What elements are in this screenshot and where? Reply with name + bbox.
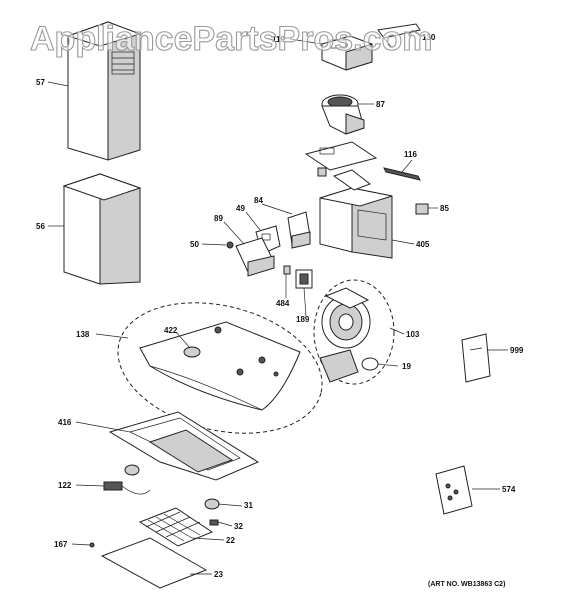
label-999: 999: [510, 346, 524, 355]
label-57: 57: [36, 78, 45, 87]
label-405: 405: [416, 240, 430, 249]
label-122: 122: [58, 481, 72, 490]
part-116-strip[interactable]: [383, 167, 421, 181]
part-999-manual[interactable]: [461, 333, 491, 383]
part-189-capacitor[interactable]: [295, 269, 313, 289]
part-87-transition[interactable]: [321, 94, 365, 135]
part-422-light-socket[interactable]: [183, 346, 201, 358]
label-574: 574: [502, 485, 516, 494]
label-130: 130: [422, 33, 436, 42]
part-122-light-harness[interactable]: [103, 464, 151, 495]
watermark: AppliancePartsPros.com: [30, 20, 432, 58]
label-116: 116: [404, 150, 417, 159]
part-23-bottom-panel[interactable]: [100, 537, 208, 589]
leader-lines: [47, 29, 508, 575]
label-416: 416: [58, 418, 72, 427]
label-89: 89: [214, 214, 223, 223]
part-138-canopy-assembly[interactable]: [104, 283, 336, 454]
label-167: 167: [54, 540, 68, 549]
part-484-switch[interactable]: [283, 265, 291, 275]
label-103: 103: [406, 330, 420, 339]
part-19-motor[interactable]: [361, 357, 379, 371]
label-189: 189: [296, 315, 310, 324]
label-484: 484: [276, 299, 290, 308]
label-31: 31: [244, 501, 253, 510]
part-416-panel[interactable]: [108, 411, 260, 481]
label-422: 422: [164, 326, 178, 335]
part-405-blower-housing[interactable]: [317, 167, 393, 259]
part-56-lower-duct-cover[interactable]: [62, 173, 142, 285]
label-87: 87: [376, 100, 385, 109]
part-167-screw[interactable]: [89, 542, 95, 548]
label-84: 84: [254, 196, 263, 205]
part-85-bracket[interactable]: [415, 203, 429, 215]
label-49: 49: [236, 204, 245, 213]
part-32-spring[interactable]: [209, 519, 219, 526]
label-56: 56: [36, 222, 45, 231]
part-labels: 119 130 57 87 116 56 84 89 49 85 50 405 …: [36, 33, 524, 579]
part-22-grease-filter[interactable]: [138, 507, 214, 547]
label-22: 22: [226, 536, 235, 545]
label-50: 50: [190, 240, 199, 249]
part-119-top-bracket[interactable]: [321, 35, 373, 71]
part-57-upper-duct-cover[interactable]: [66, 21, 142, 161]
part-31-knob[interactable]: [204, 498, 220, 510]
part-103-blower-assembly[interactable]: [313, 279, 395, 385]
label-119: 119: [272, 35, 285, 44]
part-574-hardware-kit[interactable]: [435, 465, 473, 515]
housing-top-plate: [304, 141, 378, 171]
part-84-bracket[interactable]: [287, 211, 311, 249]
part-130-damper-bracket[interactable]: [377, 23, 421, 49]
art-number: (ART NO. WB13863 C2): [428, 581, 505, 588]
label-138: 138: [76, 330, 90, 339]
label-32: 32: [234, 522, 243, 531]
label-85: 85: [440, 204, 449, 213]
part-89-control-box[interactable]: [235, 237, 275, 277]
part-50-screw[interactable]: [226, 241, 234, 249]
label-19: 19: [402, 362, 411, 371]
label-23: 23: [214, 570, 223, 579]
